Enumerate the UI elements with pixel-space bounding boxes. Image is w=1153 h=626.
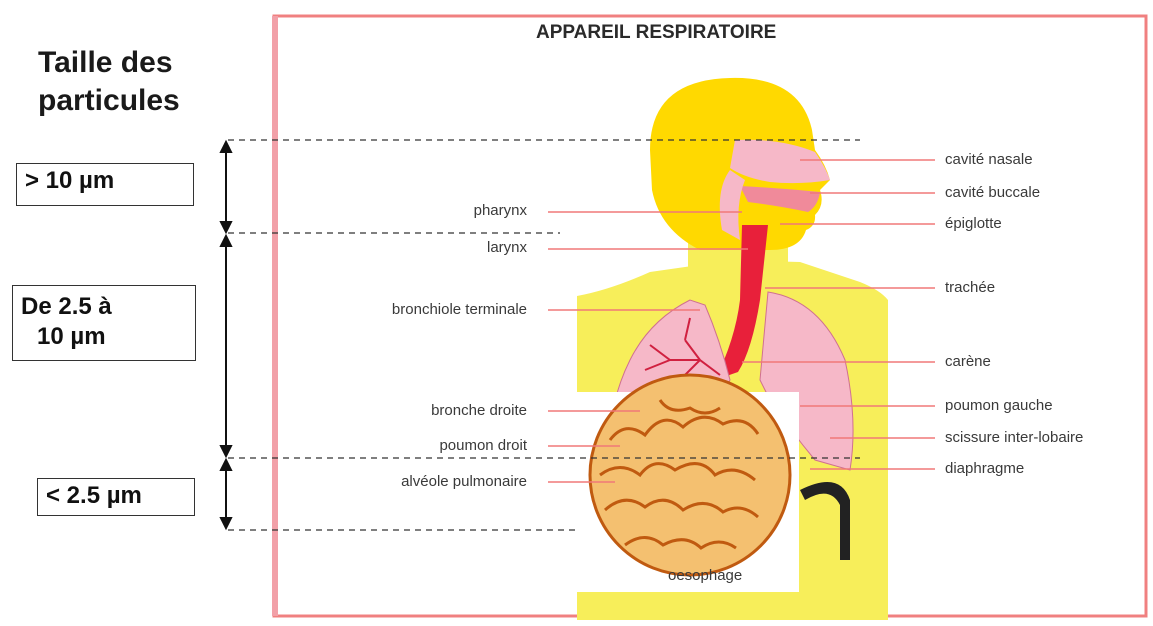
size-range-box: > 10 µm <box>16 163 194 206</box>
size-range-box: < 2.5 µm <box>37 478 195 516</box>
label-bronche-droite: bronche droite <box>431 402 527 420</box>
label-poumon-droit: poumon droit <box>439 437 527 455</box>
range-arrow-1 <box>221 142 231 232</box>
label-trachee: trachée <box>945 279 995 297</box>
heading-line-1: Taille des <box>38 44 180 82</box>
size-range-label: > 10 µm <box>25 166 185 196</box>
label-oesophage: oesophage <box>668 567 742 585</box>
heading-line-2: particules <box>38 82 180 120</box>
diagram-title: APPAREIL RESPIRATOIRE <box>536 22 776 44</box>
label-poumon-gauche: poumon gauche <box>945 397 1053 415</box>
size-range-label: < 2.5 µm <box>46 481 186 511</box>
label-scissure-inter-lobaire: scissure inter-lobaire <box>945 429 1083 447</box>
range-arrow-2 <box>221 236 231 456</box>
label-bronchiole-terminale: bronchiole terminale <box>392 301 527 319</box>
label-carene: carène <box>945 353 991 371</box>
label-epiglotte: épiglotte <box>945 215 1002 233</box>
size-range-label: De 2.5 à <box>21 292 187 322</box>
label-cavite-nasale: cavité nasale <box>945 151 1033 169</box>
particle-size-heading: Taille des particules <box>38 44 180 120</box>
size-range-box: De 2.5 à 10 µm <box>12 285 196 361</box>
panel-left-stripe <box>272 16 278 616</box>
label-larynx: larynx <box>487 239 527 257</box>
label-alveole-pulmonaire: alvéole pulmonaire <box>401 473 527 491</box>
label-cavite-buccale: cavité buccale <box>945 184 1040 202</box>
label-diaphragme: diaphragme <box>945 460 1024 478</box>
size-range-label-2: 10 µm <box>21 322 187 352</box>
label-pharynx: pharynx <box>474 202 527 220</box>
alveoli-circle <box>590 375 790 575</box>
range-arrow-3 <box>221 460 231 528</box>
